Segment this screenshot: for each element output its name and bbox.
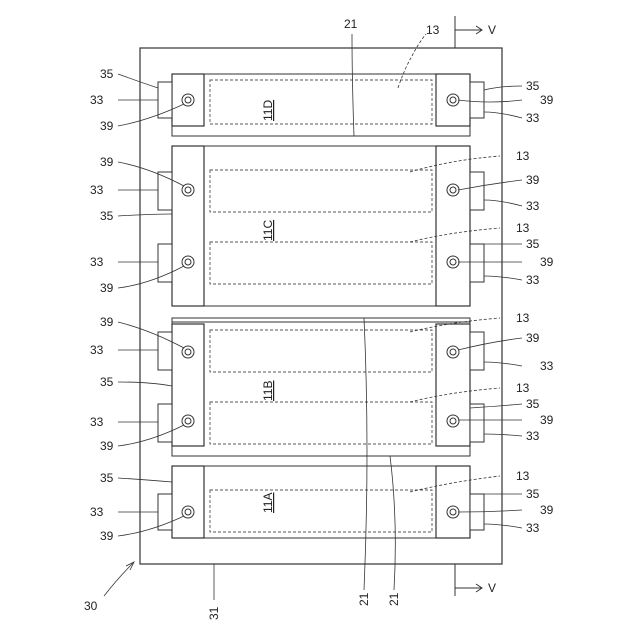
label-39: 39 <box>100 315 114 329</box>
label-35: 35 <box>100 471 114 485</box>
label-35: 35 <box>100 67 114 81</box>
label-13: 13 <box>516 381 530 395</box>
label-33: 33 <box>526 273 540 287</box>
tab <box>470 244 484 282</box>
label-21-top: 21 <box>344 17 358 31</box>
label-39: 39 <box>540 93 554 107</box>
tab <box>470 404 484 442</box>
tab <box>470 332 484 370</box>
label-21-bottom-1: 21 <box>357 592 371 606</box>
end-block <box>172 466 204 538</box>
tab <box>470 82 484 118</box>
tab <box>158 404 172 442</box>
end-block <box>172 324 204 446</box>
tab <box>158 244 172 282</box>
label-33: 33 <box>90 415 104 429</box>
label-33: 33 <box>526 521 540 535</box>
label-35: 35 <box>526 487 540 501</box>
label-33: 33 <box>90 93 104 107</box>
label-39: 39 <box>100 281 114 295</box>
end-block <box>436 324 470 446</box>
label-33: 33 <box>526 199 540 213</box>
label-13: 13 <box>516 469 530 483</box>
label-31: 31 <box>207 606 221 620</box>
label-21-bottom-2: 21 <box>387 592 401 606</box>
tab <box>470 172 484 210</box>
label-35: 35 <box>526 397 540 411</box>
section-label-bottom: V <box>488 581 496 595</box>
tab <box>158 332 172 370</box>
label-33: 33 <box>90 505 104 519</box>
label-39: 39 <box>100 529 114 543</box>
label-13-top: 13 <box>426 23 440 37</box>
label-39: 39 <box>100 439 114 453</box>
tab <box>158 494 172 530</box>
label-39: 39 <box>526 173 540 187</box>
section-label-top: V <box>488 23 496 37</box>
end-block <box>436 466 470 538</box>
label-13: 13 <box>516 311 530 325</box>
label-39: 39 <box>526 331 540 345</box>
label-39: 39 <box>540 503 554 517</box>
module-label-11c: 11C <box>261 220 275 241</box>
label-35: 35 <box>100 375 114 389</box>
label-39: 39 <box>100 119 114 133</box>
label-30: 30 <box>84 599 98 613</box>
end-block <box>436 146 470 306</box>
label-35: 35 <box>526 79 540 93</box>
label-39: 39 <box>100 155 114 169</box>
label-13: 13 <box>516 149 530 163</box>
label-35: 35 <box>526 237 540 251</box>
label-39: 39 <box>540 255 554 269</box>
label-33: 33 <box>540 359 554 373</box>
label-33: 33 <box>90 183 104 197</box>
label-33: 33 <box>526 111 540 125</box>
tab <box>158 172 172 210</box>
module-label-11a: 11A <box>261 493 275 513</box>
label-39: 39 <box>540 413 554 427</box>
module-label-11d: 11D <box>261 100 275 121</box>
label-13: 13 <box>516 221 530 235</box>
label-33: 33 <box>90 343 104 357</box>
module-label-11b: 11B <box>261 381 275 401</box>
end-block <box>172 146 204 306</box>
left-labels: 35 33 39 39 33 35 33 39 39 33 35 33 39 3… <box>90 67 114 543</box>
label-33: 33 <box>526 429 540 443</box>
label-33: 33 <box>90 255 104 269</box>
right-labels: 35 39 33 13 39 33 13 35 39 33 13 39 33 1… <box>516 79 554 535</box>
label-35: 35 <box>100 209 114 223</box>
